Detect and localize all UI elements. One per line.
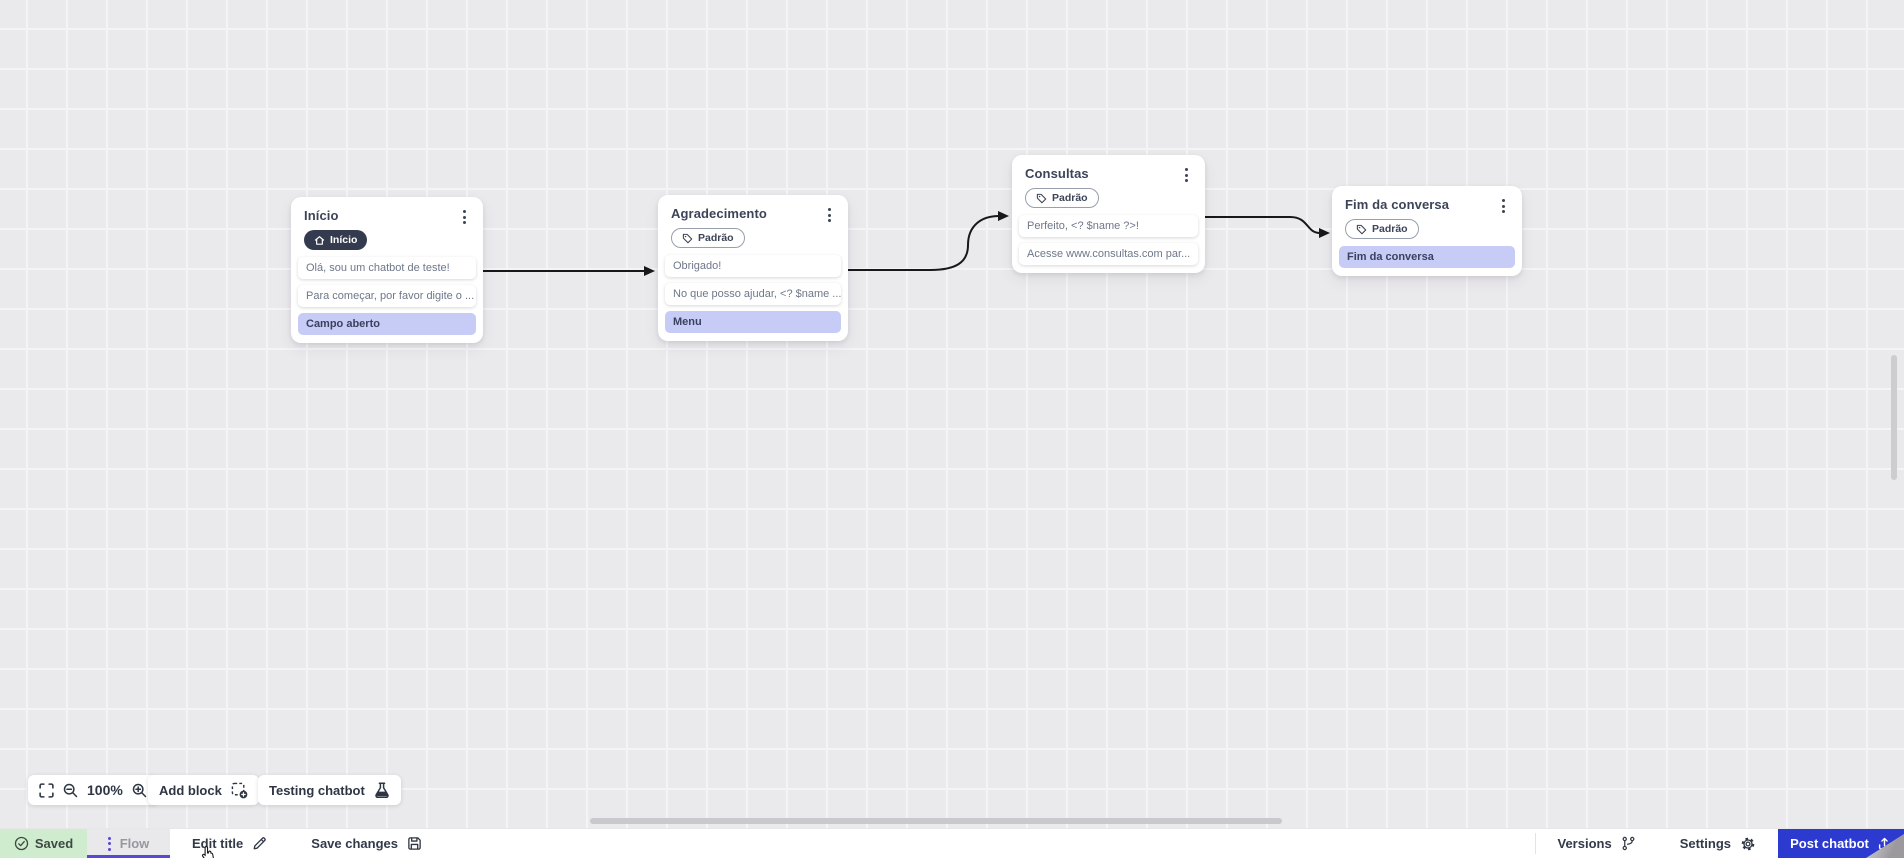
flow-tab-label: Flow: [119, 836, 150, 851]
node-menu-icon[interactable]: [1181, 166, 1192, 184]
versions-button[interactable]: Versions: [1536, 829, 1658, 858]
settings-label: Settings: [1679, 836, 1731, 851]
add-block-label: Add block: [159, 782, 222, 798]
flow-node-fim-da-conversa[interactable]: Fim da conversa Padrão Fim da conversa: [1332, 186, 1522, 276]
message-bubble[interactable]: Obrigado!: [665, 254, 841, 277]
node-menu-icon[interactable]: [459, 208, 470, 226]
badge-label: Início: [330, 233, 358, 246]
message-bubble[interactable]: Perfeito, <? $name ?>!: [1019, 214, 1198, 237]
start-badge: Início: [304, 230, 368, 250]
message-bubble[interactable]: Para começar, por favor digite o ...: [298, 284, 476, 307]
testing-chatbot-label: Testing chatbot: [269, 782, 365, 798]
flask-icon: [374, 782, 390, 798]
node-title: Início: [304, 208, 339, 223]
gear-icon: [1741, 837, 1755, 850]
saved-status-badge: Saved: [0, 829, 87, 858]
edit-title-label: Edit title: [192, 836, 244, 851]
post-chatbot-label: Post chatbot: [1790, 836, 1869, 851]
tag-icon: [1036, 193, 1047, 203]
upload-icon: [1878, 837, 1890, 850]
node-title: Agradecimento: [671, 206, 767, 221]
message-bubble[interactable]: Acesse www.consultas.com par...: [1019, 242, 1198, 265]
type-badge: Padrão: [1345, 219, 1419, 239]
flow-menu-icon[interactable]: [107, 836, 111, 851]
edit-title-button[interactable]: Edit title: [170, 829, 289, 858]
tag-icon: [682, 233, 693, 243]
home-icon: [314, 235, 325, 245]
node-title: Fim da conversa: [1345, 197, 1450, 212]
node-title: Consultas: [1025, 166, 1089, 181]
flow-node-inicio[interactable]: Início Início Olá, sou um chatbot de tes…: [291, 197, 483, 343]
vertical-scrollbar[interactable]: [1891, 355, 1897, 480]
connector-agradecimento-consultas: [848, 211, 1009, 271]
testing-chatbot-button[interactable]: Testing chatbot: [258, 775, 401, 805]
badge-label: Padrão: [1372, 222, 1408, 235]
settings-button[interactable]: Settings: [1658, 829, 1778, 858]
add-block-button[interactable]: Add block: [148, 775, 259, 805]
tag-icon: [1356, 224, 1367, 234]
saved-label: Saved: [34, 836, 74, 851]
type-badge: Padrão: [671, 228, 745, 248]
pencil-icon: [253, 837, 266, 850]
add-block-icon: [231, 782, 248, 799]
fullscreen-icon[interactable]: [39, 782, 54, 798]
check-circle-icon: [14, 836, 29, 851]
node-menu-icon[interactable]: [824, 206, 835, 224]
versions-label: Versions: [1557, 836, 1612, 851]
zoom-toolbar: 100%: [28, 775, 158, 805]
flow-node-consultas[interactable]: Consultas Padrão Perfeito, <? $name ?>! …: [1012, 155, 1205, 273]
save-changes-button[interactable]: Save changes: [289, 829, 444, 858]
message-bubble[interactable]: Olá, sou um chatbot de teste!: [298, 256, 476, 279]
connector-consultas-fim: [1205, 216, 1330, 238]
action-block-campo-aberto[interactable]: Campo aberto: [298, 312, 476, 335]
message-bubble[interactable]: No que posso ajudar, <? $name ...: [665, 282, 841, 305]
action-block-menu[interactable]: Menu: [665, 310, 841, 333]
flow-node-agradecimento[interactable]: Agradecimento Padrão Obrigado! No que po…: [658, 195, 848, 341]
footer-spacer: [444, 829, 1535, 858]
badge-label: Padrão: [698, 231, 734, 244]
zoom-out-icon[interactable]: [63, 783, 78, 798]
badge-label: Padrão: [1052, 191, 1088, 204]
branch-icon: [1622, 836, 1635, 851]
zoom-in-icon[interactable]: [132, 783, 147, 798]
bottom-bar: Saved Flow Edit title Save changes Versi…: [0, 828, 1904, 858]
post-chatbot-button[interactable]: Post chatbot: [1778, 829, 1904, 858]
save-changes-label: Save changes: [311, 836, 398, 851]
footer-divider: [1534, 833, 1536, 854]
tab-flow[interactable]: Flow: [87, 829, 214, 858]
action-block-fim[interactable]: Fim da conversa: [1339, 245, 1515, 268]
node-menu-icon[interactable]: [1498, 197, 1509, 215]
save-icon: [408, 837, 421, 850]
type-badge: Padrão: [1025, 188, 1099, 208]
horizontal-scrollbar[interactable]: [590, 818, 1282, 824]
zoom-level: 100%: [87, 782, 123, 798]
